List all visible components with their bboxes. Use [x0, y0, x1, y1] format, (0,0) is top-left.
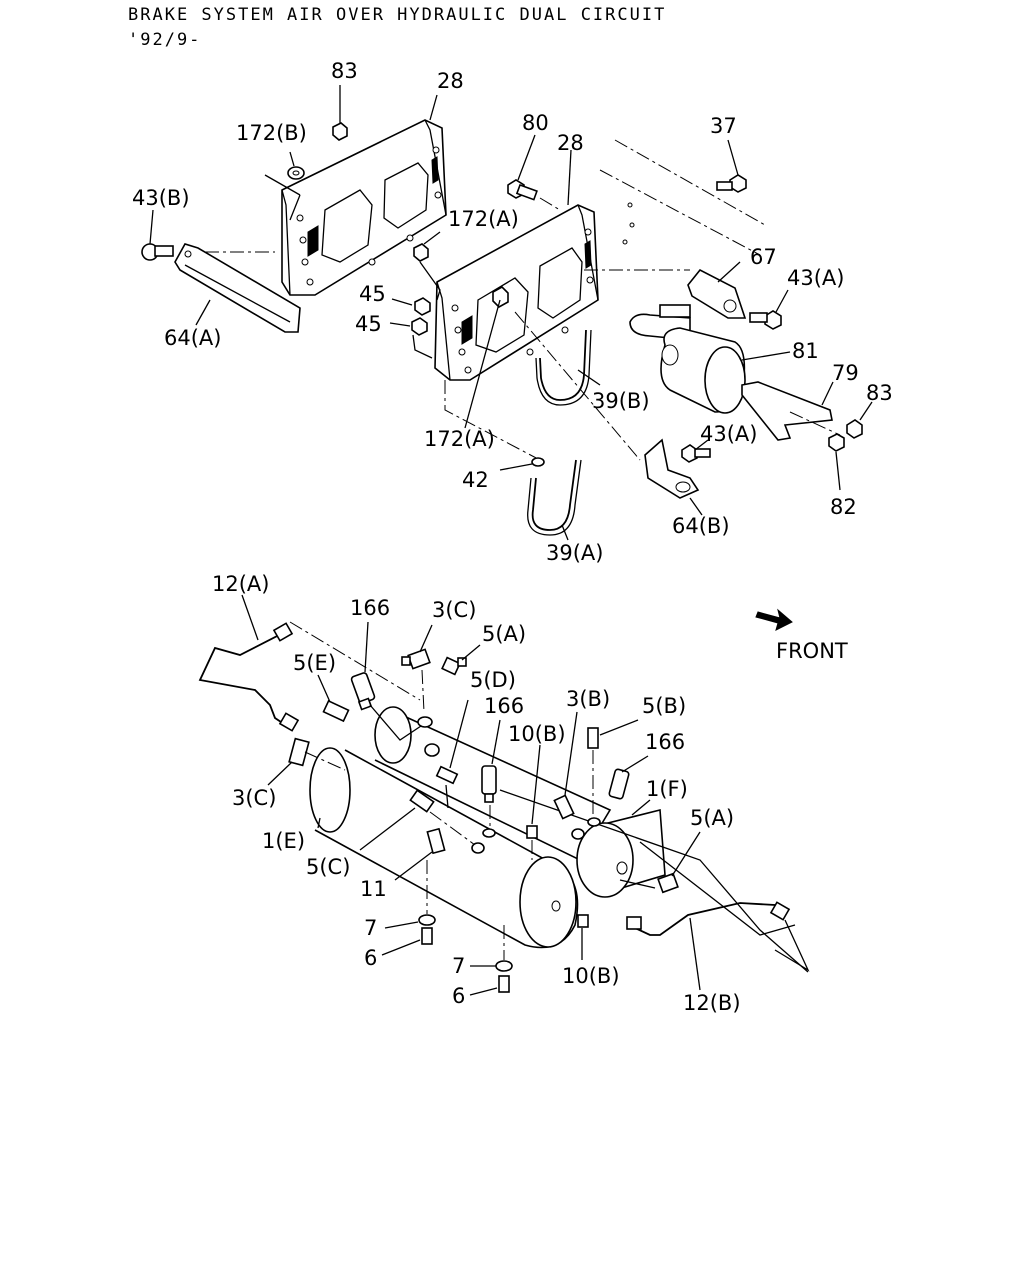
callout-81: 81: [792, 339, 819, 363]
callout-12a: 12(A): [212, 572, 269, 596]
callout-5b: 5(B): [642, 694, 686, 718]
callout-11: 11: [360, 877, 387, 901]
callout-82: 82: [830, 495, 857, 519]
callout-5e: 5(E): [293, 651, 336, 675]
page-subtitle: '92/9-: [128, 30, 202, 50]
page-title: BRAKE SYSTEM AIR OVER HYDRAULIC DUAL CIR…: [128, 5, 667, 25]
bolt-43a-bottom: [681, 439, 711, 463]
callout-45: 45: [359, 282, 386, 306]
callout-172b: 172(B): [236, 121, 307, 145]
nut-83-right: [846, 401, 873, 439]
drain-plug-6-b: [469, 975, 510, 996]
callout-83: 83: [866, 381, 893, 405]
callout-5a: 5(A): [482, 622, 526, 646]
callout-45: 45: [355, 312, 382, 336]
drain-plug-6-a: [381, 927, 433, 956]
valve-3b: [553, 711, 585, 840]
callout-3c: 3(C): [432, 598, 476, 622]
callout-10b: 10(B): [508, 722, 566, 746]
pipe-12b: [626, 901, 810, 991]
callout-1e: 1(E): [262, 829, 305, 853]
callout-166: 166: [484, 694, 524, 718]
washer-7-a: [384, 860, 436, 929]
valve-5e: [317, 674, 350, 723]
callout-64b: 64(B): [672, 514, 730, 538]
callout-42: 42: [462, 468, 489, 492]
hose-39a: [527, 459, 582, 541]
valve-5b: [587, 719, 639, 827]
bracket-79: [741, 381, 834, 441]
washer-172b: [264, 151, 305, 221]
pressure-switch-166-a: [350, 621, 431, 741]
callout-64a: 64(A): [164, 326, 221, 350]
callout-5a: 5(A): [690, 806, 734, 830]
callout-5d: 5(D): [470, 668, 516, 692]
callout-12b: 12(B): [683, 991, 741, 1015]
callout-39b: 39(B): [592, 389, 650, 413]
check-valve-11: [394, 827, 446, 881]
bracket-64b: [644, 438, 703, 516]
callout-7: 7: [452, 954, 465, 978]
callout-43a: 43(A): [700, 422, 757, 446]
callout-7: 7: [364, 916, 377, 940]
bracket-67: [687, 261, 747, 319]
valve-5d: [435, 699, 469, 809]
valve-5a-top: [441, 644, 481, 676]
pressure-switch-166-c: [608, 755, 649, 800]
callout-28: 28: [437, 69, 464, 93]
callout-10b: 10(B): [562, 964, 620, 988]
callout-79: 79: [832, 361, 859, 385]
mounting-plate-right: [434, 204, 599, 381]
callout-5c: 5(C): [306, 855, 350, 879]
callout-6: 6: [452, 984, 465, 1008]
bolt-80: [507, 134, 561, 211]
callout-43a: 43(A): [787, 266, 844, 290]
callout-3c: 3(C): [232, 786, 276, 810]
callout-172a: 172(A): [424, 427, 495, 451]
mounting-plate-left: [281, 119, 447, 296]
callout-172a: 172(A): [448, 207, 519, 231]
washer-7-b: [470, 925, 513, 972]
pipe-12a: [198, 594, 421, 732]
callout-1f: 1(F): [646, 777, 688, 801]
callout-37: 37: [710, 114, 737, 138]
pressure-switch-166-b: [481, 719, 501, 830]
front-arrow-icon: [755, 608, 793, 631]
valve-3c-top: [401, 624, 433, 713]
bolt-43b: [141, 209, 275, 261]
bolt-37: [599, 139, 766, 256]
callout-3b: 3(B): [566, 687, 610, 711]
air-tank-1e: [309, 747, 579, 949]
callout-80: 80: [522, 111, 549, 135]
nut-45-a: [391, 297, 431, 316]
washer-172a-top: [413, 231, 441, 301]
callout-39a: 39(A): [546, 541, 603, 565]
callout-28: 28: [557, 131, 584, 155]
callout-6: 6: [364, 946, 377, 970]
nut-83-top: [332, 85, 348, 141]
hose-39b: [535, 329, 601, 406]
callout-166: 166: [350, 596, 390, 620]
drain-10b-bottom: [577, 914, 589, 960]
nut-45-b: [389, 317, 433, 359]
front-label: FRONT: [776, 639, 848, 663]
valve-3c-left: [267, 737, 346, 786]
callout-67: 67: [750, 245, 777, 269]
clip-42: [499, 457, 545, 471]
callout-166: 166: [645, 730, 685, 754]
valve-5c: [359, 789, 476, 851]
callout-43b: 43(B): [132, 186, 190, 210]
air-booster-81: [629, 304, 791, 414]
valve-5a-right: [657, 831, 701, 894]
nut-82: [789, 411, 845, 491]
callout-83: 83: [331, 59, 358, 83]
bolt-43a-top: [749, 289, 789, 330]
drain-10b-top: [526, 744, 541, 860]
bracket-64a: [174, 243, 301, 333]
